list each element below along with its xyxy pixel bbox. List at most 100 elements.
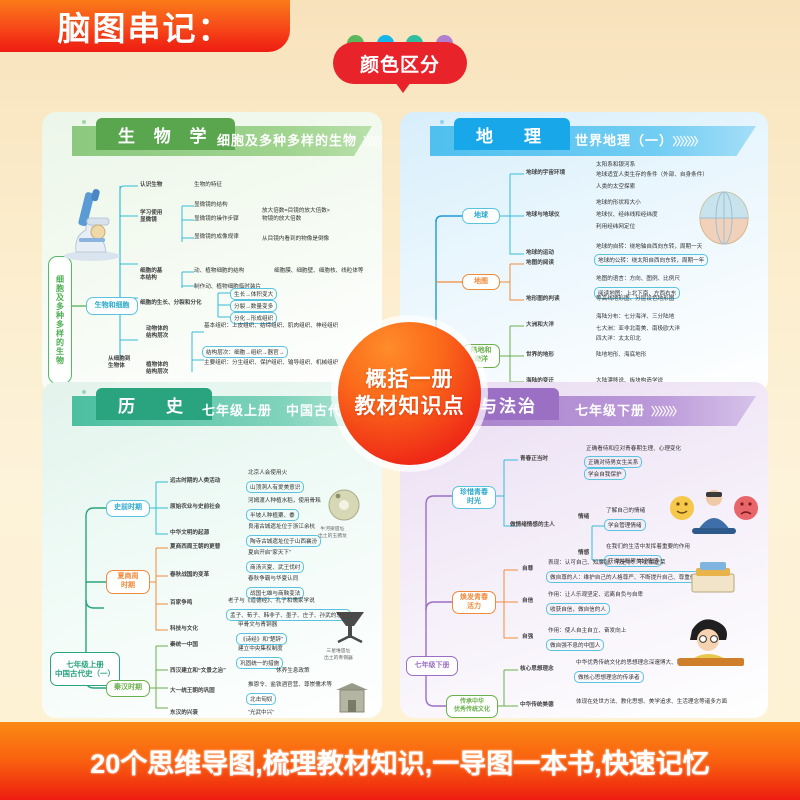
sub-geo-7: 海陆的变迁: [526, 378, 554, 384]
branch-node-pol-1[interactable]: 焕发青春 活力: [452, 591, 496, 614]
branch-node-his-1[interactable]: 夏商周 时期: [106, 570, 150, 594]
leaf-his-14: 建立中央集权制度: [238, 646, 283, 652]
subtitle-biology: 细胞及多种多样的生物〉〉〉〉〉〉〉: [217, 133, 382, 148]
leaf-bio-3: 显微镜的成像规律: [194, 234, 239, 240]
color-badge-pill: 颜色区分: [333, 42, 467, 84]
leaf-geo-2: 人类的太空探索: [596, 184, 636, 190]
leaf-his-13: 《诗经》和“楚辞”: [236, 633, 287, 645]
branch-node-geo-0[interactable]: 地球: [462, 208, 500, 224]
leaf-pol-15: 体现在处世方法、教化思想、美学追求、生活理念等诸多方面: [576, 699, 728, 705]
leaf-pol-12: 做自强不息的中国人: [546, 639, 605, 651]
root-node-biology[interactable]: 细胞及多种多样的生物: [48, 256, 72, 384]
leaf-bio-1: 显微镜的结构: [194, 202, 228, 208]
branch-node-his-2[interactable]: 秦汉时期: [106, 680, 150, 697]
leaf-geo-10: 等高线地形图、分层设色地形图: [596, 296, 675, 302]
sub-pol-0: 青春正当时: [520, 456, 548, 462]
sub-his-4: 春秋战国的变革: [170, 572, 210, 578]
leaf-pol-13: 中华优秀传统文化的思想理念深邃博大、历久弥新: [576, 660, 700, 666]
sub-plant-level: 植物体的 结构层次: [146, 362, 169, 376]
branch-node-geo-1[interactable]: 地图: [462, 274, 500, 290]
card-header-history: 历 史 七年级上册 中国古代史（一）〉〉〉: [42, 382, 382, 430]
leaf-geo-15: 大陆漂移说、板块构造学说: [596, 378, 664, 384]
subject-chip-biology: 生 物 学: [96, 118, 236, 150]
sub-his-9: 大一统王朝的巩固: [170, 688, 215, 694]
microscope-icon: [64, 189, 120, 261]
mindmap-lines-history: [85, 481, 168, 709]
leaf-pol-1: 正确对待男女生关系: [584, 456, 643, 468]
sub-pol-2: 自尊: [522, 566, 534, 572]
caption-bronze: 三星堆遗址 出土的青铜器: [324, 649, 353, 662]
leaf-his-9: 战国七雄与商鞅变法: [246, 587, 305, 599]
bronze-icon: [336, 612, 364, 644]
sub-geo-0: 地球的宇宙环境: [526, 170, 566, 176]
subject-label-biology: 生 物 学: [118, 126, 214, 146]
mindmap-biology: 细胞及多种多样的生物 生物和细胞 认识生物 生物的特征 学习使用 显微镜 显微镜…: [42, 160, 382, 394]
leaf-geo-5: 利用经纬网定位: [596, 224, 636, 230]
root-node-politics[interactable]: 七年级下册: [406, 656, 458, 676]
leaf-his-16: 休养生息政策: [276, 668, 310, 674]
caption-jade: 牛河梁遗址 出土的玉猪龙: [318, 527, 347, 540]
group-feeling: 情感: [578, 550, 590, 556]
subject-chip-history: 历 史: [96, 388, 212, 420]
leaf-his-10: 老子与《道德经》、孔子和儒家学说: [228, 598, 315, 604]
sub-his-1: 原始农业与史前社会: [170, 504, 221, 510]
book-illustration: [691, 562, 735, 593]
note-bio-5: 主要组织：分生组织、保护组织、输导组织、机械组织: [204, 360, 339, 366]
sub-his-8: 西汉建立和“文景之治”: [170, 668, 226, 674]
sub-geo-5: 大洲和大洋: [526, 322, 554, 328]
leaf-pol-8: 做自尊的人：维护自己的人格尊严、不断提升自己、尊重他人: [546, 571, 706, 583]
leaf-pol-7: 表现：认可自己、知廉耻、明是非、不爱慕虚荣: [548, 560, 666, 566]
sub-pol-4: 自强: [522, 634, 534, 640]
note-bio-2: 细胞膜、细胞壁、细胞核、线粒体等: [274, 268, 364, 274]
leaf-bio-0: 生物的特征: [194, 182, 222, 188]
branch-label-growth: 细胞的生长、分裂和分化: [140, 300, 202, 306]
watchtower-icon: [336, 683, 368, 713]
sub-pol-1: 做情绪情感的主人: [510, 522, 555, 528]
card-history[interactable]: 历 史 七年级上册 中国古代史（一）〉〉〉 七年级上册 中国古代史（一） 史前时…: [42, 382, 382, 718]
subject-label-history: 历 史: [118, 396, 190, 416]
card-geography[interactable]: 地 理 世界地理（一）〉〉〉〉〉〉〉 地球 地图 陆地和 海洋 地球的宇宙环境 …: [400, 112, 768, 394]
leaf-geo-13: 四大洋：太太印北: [596, 336, 641, 342]
leaf-his-8: 春秋争霸与华夏认同: [248, 576, 299, 582]
leaf-pol-6: 获得并积累美好情感: [604, 555, 663, 567]
badge-tail: [395, 82, 411, 93]
branch-node-pol-0[interactable]: 珍惜青春 时光: [452, 486, 496, 509]
mindmap-history: 七年级上册 中国古代史（一） 史前时期 夏商周 时期 秦汉时期 远古时期的人类活…: [42, 430, 382, 718]
note-bio-3: 基本组织：上皮组织、结缔组织、肌肉组织、神经组织: [204, 323, 339, 329]
leaf-his-4: 良渚古城遗址位于浙江余杭: [248, 524, 316, 530]
sub-geo-2: 地球的运动: [526, 250, 554, 256]
sub-pol-6: 中华传统美德: [520, 702, 554, 708]
subtitle-politics: 七年级下册〉〉〉〉〉〉〉: [575, 403, 683, 418]
sub-geo-1: 地球与地球仪: [526, 212, 560, 218]
sub-his-10: 东汉的兴衰: [170, 710, 198, 716]
leaf-geo-12: 七大洲：亚非北南美、南极欧大洋: [596, 326, 680, 332]
sub-his-3: 夏商西周王朝的更替: [170, 544, 221, 550]
sub-his-0: 远古时期的人类活动: [170, 478, 221, 484]
leaf-his-3: 半坡人种植粟、黍: [246, 509, 299, 521]
meditation-illustration: [670, 490, 758, 534]
branch-label-recognize: 认识生物: [140, 182, 163, 188]
sub-pol-3: 自信: [522, 598, 534, 604]
leaf-bio-6: 生长→体积变大: [230, 288, 278, 300]
branch-node-biology-0[interactable]: 生物和细胞: [86, 297, 138, 315]
subject-label-geography: 地 理: [476, 126, 548, 146]
sub-his-7: 秦统一中国: [170, 642, 198, 648]
leaf-his-1: 山顶洞人有爱美意识: [246, 481, 305, 493]
leaf-bio-5: 制作动、植物细胞临时装片: [194, 284, 262, 290]
branch-node-his-0[interactable]: 史前时期: [106, 500, 150, 517]
leaf-pol-4: 学会管理情绪: [604, 519, 646, 531]
branch-node-pol-2[interactable]: 传承中华 优秀传统文化: [446, 695, 498, 718]
card-header-geography: 地 理 世界地理（一）〉〉〉〉〉〉〉: [400, 112, 768, 160]
sub-pol-5: 核心思想理念: [520, 666, 554, 672]
leaf-bio-7: 分裂→数量变多: [230, 300, 278, 312]
leaf-pol-14: 做核心思想理念的传承者: [574, 671, 644, 683]
leaf-his-5: 陶寺古城遗址位于山西襄汾: [246, 535, 322, 547]
leaf-his-17: 推恩令、盐铁酒官营、尊崇儒术等: [248, 682, 332, 688]
card-biology[interactable]: 生 物 学 细胞及多种多样的生物〉〉〉〉〉〉〉 细胞及多种多样的生物 生物和细胞…: [42, 112, 382, 394]
leaf-geo-3: 地球的形状和大小: [596, 200, 641, 206]
leaf-pol-3: 了解自己的情绪: [606, 508, 646, 514]
leaf-geo-14: 陆地地形、海底地形: [596, 352, 647, 358]
center-line-2: 教材知识点: [354, 394, 465, 418]
leaf-geo-6: 地球的自转：绕地轴自西向东转，周期一天: [596, 244, 703, 250]
leaf-geo-8: 地图的语言：方向、图例、比例尺: [596, 276, 680, 282]
